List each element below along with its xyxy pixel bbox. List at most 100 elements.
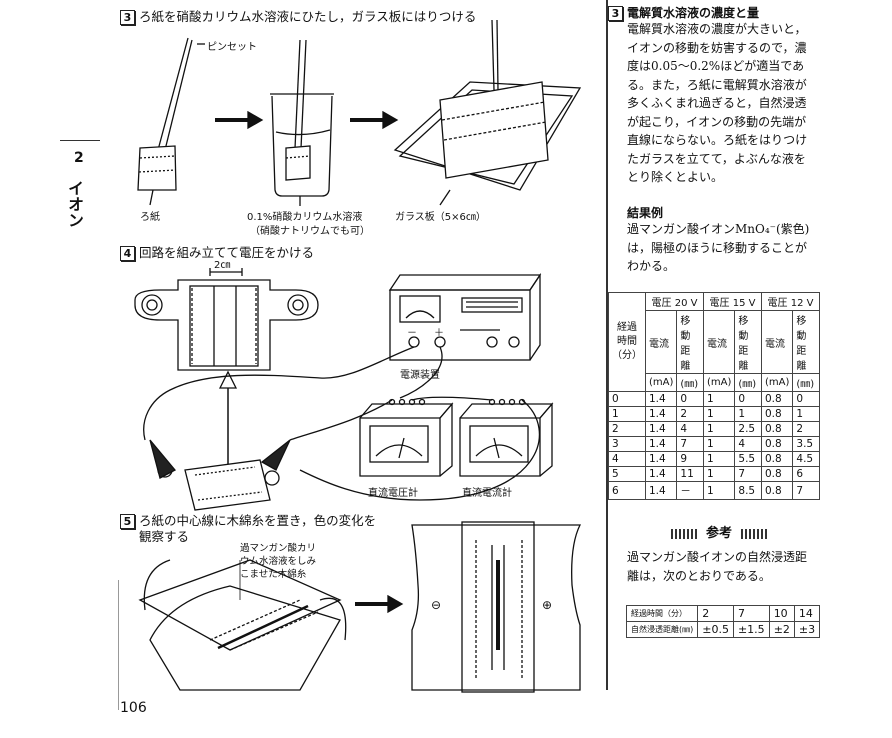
table-cell: 1 <box>792 406 820 422</box>
note3-number: 3 <box>608 6 623 21</box>
current-header: 電流 <box>702 310 736 374</box>
note3-heading: 3 電解質水溶液の濃度と量 <box>608 4 759 21</box>
note3-line: とり除くとよい。 <box>627 170 724 184</box>
table-cell: 4 <box>734 436 762 452</box>
page-number: 106 <box>120 700 147 716</box>
table-cell: 1 <box>702 406 736 422</box>
table-cell: 6 <box>608 481 646 500</box>
table-cell: 0.8 <box>760 481 794 500</box>
distance-header: 移動距離 <box>792 310 820 374</box>
width-label: 2㎝ <box>214 260 231 271</box>
step4-number: 4 <box>120 246 135 261</box>
table-cell: 4 <box>608 451 646 467</box>
ref-cell: 14 <box>793 605 821 622</box>
table-cell: 1.4 <box>644 406 678 422</box>
table-cell: 1 <box>702 451 736 467</box>
step4-title-text: 回路を組み立てて電圧をかける <box>139 245 315 260</box>
table-cell: 2 <box>676 406 704 422</box>
current-header: 電流 <box>760 310 794 374</box>
thread-label-3: こませた木綿糸 <box>240 569 307 580</box>
chapter-number: 2 <box>74 150 84 166</box>
step3-title-text: ろ紙を硝酸カリウム水溶液にひたし，ガラス板にはりつける <box>139 9 477 24</box>
unit-cell: (㎜) <box>676 373 704 392</box>
reference-bar-left <box>671 528 698 539</box>
table-cell: 1.4 <box>644 436 678 452</box>
ref-cell: ±1.5 <box>732 621 770 638</box>
table-cell: 0 <box>676 391 704 407</box>
table-cell: 1 <box>702 391 736 407</box>
table-cell: 2 <box>792 421 820 437</box>
table-cell: 1.4 <box>644 451 678 467</box>
step5-number: 5 <box>120 514 135 529</box>
unit-cell: (mA) <box>644 373 678 392</box>
results-heading: 結果例 <box>627 206 664 220</box>
note3-heading-text: 電解質水溶液の濃度と量 <box>627 6 760 20</box>
table-cell: 1 <box>734 406 762 422</box>
reference-bar-right <box>740 528 767 539</box>
minus-terminal-label: － <box>407 328 417 339</box>
thread-label-2: ウム水溶液をしみ <box>240 556 317 567</box>
table-cell: 1 <box>702 421 736 437</box>
table-cell: 8.5 <box>734 481 762 500</box>
anode-symbol: ⊕ <box>542 598 553 612</box>
ref-cell: 7 <box>732 605 770 622</box>
note3-line: が起こり，イオンの移動の先端が <box>627 114 807 129</box>
table-cell: 7 <box>734 466 762 482</box>
table-cell: 1.4 <box>644 391 678 407</box>
table-cell: 4.5 <box>792 451 820 467</box>
cathode-symbol: ⊖ <box>431 598 442 612</box>
table-cell: 0.8 <box>760 436 794 452</box>
solution-label: 0.1%硝酸カリウム水溶液 <box>247 212 363 223</box>
table-cell: 2.5 <box>734 421 762 437</box>
step5-title: 5 ろ紙の中心線に木綿糸を置き，色の変化を <box>120 510 376 529</box>
unit-cell: (㎜) <box>734 373 762 392</box>
table-cell: 5 <box>608 466 646 482</box>
ref-cell: 経過時間（分） <box>625 605 699 622</box>
ref-cell: 2 <box>697 605 734 622</box>
table-cell: 2 <box>608 421 646 437</box>
table-cell: 0.8 <box>760 466 794 482</box>
group-header: 電圧 20 V <box>645 292 704 311</box>
table-cell: 4 <box>676 421 704 437</box>
table-cell: 1 <box>608 406 646 422</box>
results-line: わかる。 <box>627 259 676 273</box>
step5-title-line2: 観察する <box>139 529 190 544</box>
table-cell: － <box>676 481 704 500</box>
reference-title: 参考 <box>705 526 732 541</box>
table-cell: 0 <box>734 391 762 407</box>
tweezers-label: ピンセット <box>207 42 257 53</box>
ref-cell: 自然浸透距離(㎜) <box>625 621 699 638</box>
table-cell: 1 <box>702 481 736 500</box>
filter-paper-label: ろ紙 <box>140 212 160 223</box>
time-header: 経過 時間 （分） <box>608 292 646 392</box>
table-cell: 6 <box>792 466 820 482</box>
table-cell: 0.8 <box>760 451 794 467</box>
table-cell: 0.8 <box>760 391 794 407</box>
results-line: は，陽極のほうに移動することが <box>627 240 808 255</box>
note3-line: 電解質水溶液の濃度が大きいと， <box>627 22 807 36</box>
note3-line: 度は0.05〜0.2%ほどが適当であ <box>627 59 805 73</box>
group-header: 電圧 12 V <box>761 292 820 311</box>
table-cell: 0 <box>792 391 820 407</box>
reference-line: 過マンガン酸イオンの自然浸透距 <box>627 550 808 564</box>
chapter-title: イオン <box>65 180 84 228</box>
step3-number: 3 <box>120 10 135 25</box>
step5-title-line1: ろ紙の中心線に木綿糸を置き，色の変化を <box>139 513 377 528</box>
ref-cell: ±3 <box>793 621 821 638</box>
table-cell: 5.5 <box>734 451 762 467</box>
current-header: 電流 <box>644 310 678 374</box>
distance-header: 移動距離 <box>676 310 704 374</box>
table-cell: 1 <box>702 436 736 452</box>
table-cell: 0 <box>608 391 646 407</box>
table-cell: 1.4 <box>644 466 678 482</box>
power-supply-label: 電源装置 <box>400 370 440 381</box>
results-line: 過マンガン酸イオンMnO₄⁻(紫色) <box>627 222 810 236</box>
chapter-divider <box>60 140 100 141</box>
voltmeter-label: 直流電圧計 <box>368 488 418 499</box>
